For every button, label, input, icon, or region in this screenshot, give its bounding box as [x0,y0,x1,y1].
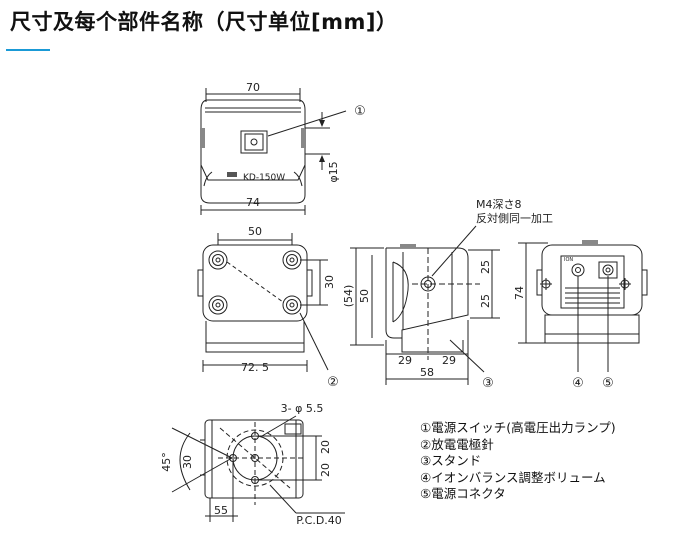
side-upper-25: 25 [479,260,492,274]
angle-45: 45° [160,452,173,472]
legend-item: ③スタンド [420,453,482,468]
side-height-54: (54) [342,285,355,308]
page-title: 尺寸及每个部件名称（尺寸单位[mm]） [10,10,398,34]
pcd-40: P.C.D.40 [296,514,342,527]
legend-item: ②放電電極針 [420,436,494,452]
opposite-side-note: 反対側同一加工 [476,211,553,225]
parts-legend: ①電源スイッチ(高電圧出力ランプ) ②放電電極針 ③スタンド ④イオンバランス調… [420,420,616,503]
bottom-view: 3- φ 5.5 45° 30 20 20 55 [160,402,345,527]
rear-view: 74 ION ④ ⑤ [513,240,648,391]
diameter-15: φ15 [327,161,340,182]
front-width-72-5: 72. 5 [241,361,269,374]
top-view: 70 KD-150W ① φ15 74 [200,81,366,215]
callout-1: ① [354,104,366,119]
callout-5: ⑤ [602,376,614,391]
side-height-50: 50 [358,289,371,303]
bottom-dim-20a: 20 [319,440,332,454]
legend-item: ④イオンバランス調整ボリューム [420,469,606,485]
svg-text:ION: ION [564,257,573,263]
bottom-dim-30: 30 [181,455,194,469]
front-height-30: 30 [323,275,336,289]
model-label: KD-150W [243,173,285,183]
rear-height-74: 74 [513,286,526,300]
top-width-70: 70 [246,81,260,94]
top-width-74: 74 [246,196,260,209]
legend-item: ①電源スイッチ(高電圧出力ランプ) [420,420,616,435]
holes-note: 3- φ 5.5 [281,402,324,415]
callout-3: ③ [482,376,494,391]
front-view: 50 30 72. 5 ② [197,225,339,390]
legend-item: ⑤電源コネクタ [420,486,506,501]
bottom-dim-55: 55 [214,504,228,517]
callout-2: ② [327,375,339,390]
bottom-dim-20b: 20 [319,463,332,477]
m4-note: M4深さ8 [476,198,522,211]
side-half-left-29: 29 [398,354,412,367]
title-underline [6,49,50,51]
front-width-50: 50 [248,225,262,238]
side-half-right-29: 29 [442,354,456,367]
callout-4: ④ [572,376,584,391]
side-view: M4深さ8 反対側同一加工 (54) 50 25 25 29 29 [342,198,553,391]
side-lower-25: 25 [479,294,492,308]
side-total-58: 58 [420,366,434,379]
